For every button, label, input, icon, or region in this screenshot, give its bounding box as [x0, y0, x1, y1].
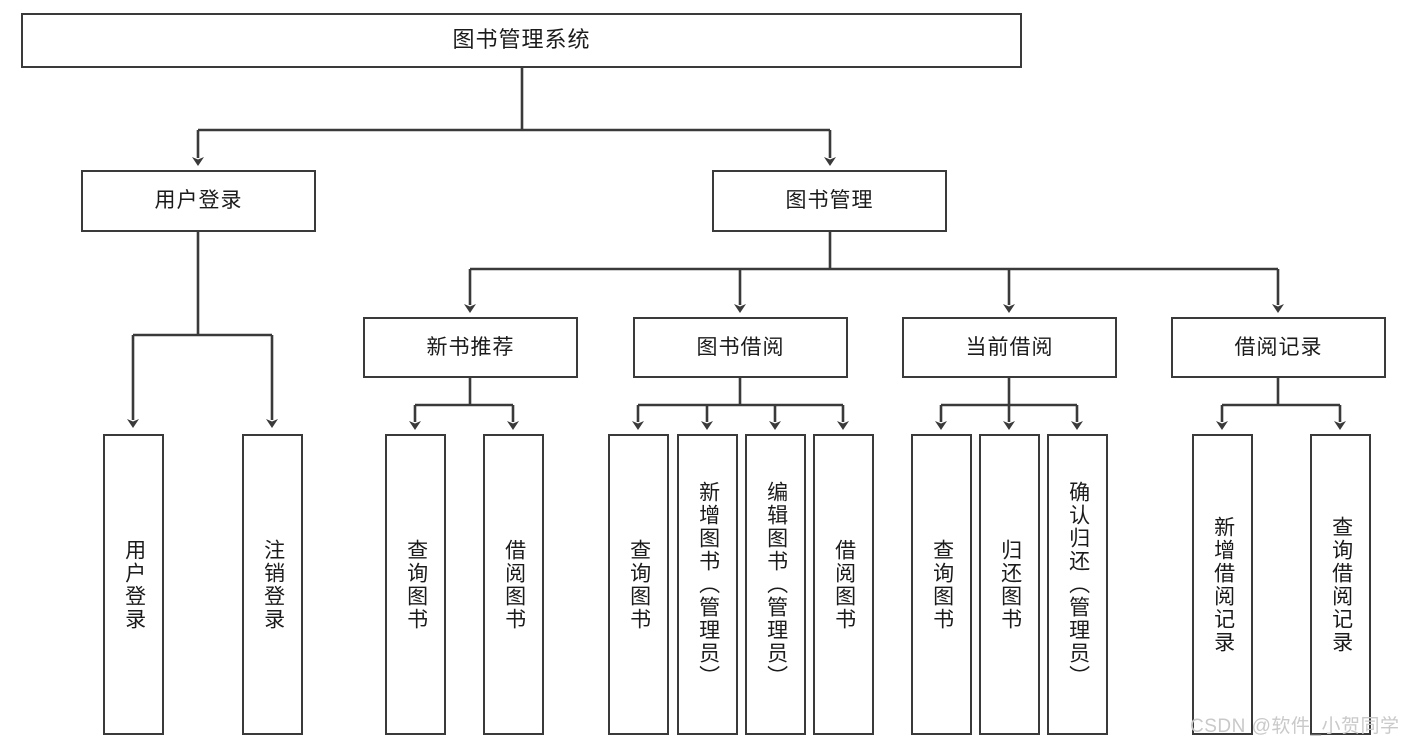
- leaf-query-book-current[interactable]: 查询图书: [911, 434, 972, 735]
- leaf-return-book[interactable]: 归还图书: [979, 434, 1040, 735]
- leaf-borrow-book-recommend[interactable]: 借阅图书: [483, 434, 544, 735]
- csdn-watermark: CSDN @软件_小贺同学: [1190, 716, 1400, 737]
- node-book-borrow[interactable]: 图书借阅: [633, 317, 848, 378]
- leaf-confirm-return-admin[interactable]: 确认归还（管理员）: [1047, 434, 1108, 735]
- leaf-user-login[interactable]: 用户登录: [103, 434, 164, 735]
- leaf-logout[interactable]: 注销登录: [242, 434, 303, 735]
- leaf-query-book-recommend[interactable]: 查询图书: [385, 434, 446, 735]
- node-new-book-recommend[interactable]: 新书推荐: [363, 317, 578, 378]
- leaf-query-borrow-record[interactable]: 查询借阅记录: [1310, 434, 1371, 735]
- node-current-borrow[interactable]: 当前借阅: [902, 317, 1117, 378]
- leaf-add-borrow-record[interactable]: 新增借阅记录: [1192, 434, 1253, 735]
- leaf-edit-book-admin[interactable]: 编辑图书（管理员）: [745, 434, 806, 735]
- leaf-query-book-borrow[interactable]: 查询图书: [608, 434, 669, 735]
- leaf-add-book-admin[interactable]: 新增图书（管理员）: [677, 434, 738, 735]
- node-borrow-record[interactable]: 借阅记录: [1171, 317, 1386, 378]
- node-user-login[interactable]: 用户登录: [81, 170, 316, 232]
- node-root-system[interactable]: 图书管理系统: [21, 13, 1022, 68]
- node-book-management[interactable]: 图书管理: [712, 170, 947, 232]
- leaf-borrow-book[interactable]: 借阅图书: [813, 434, 874, 735]
